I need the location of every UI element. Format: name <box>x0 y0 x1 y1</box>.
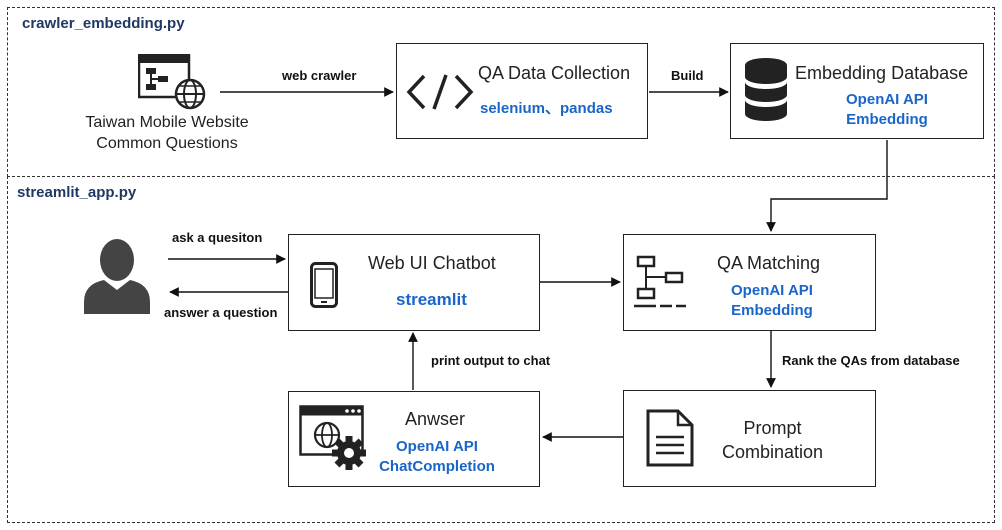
qa-matching-title: QA Matching <box>717 253 821 273</box>
mobile-phone-icon <box>310 262 338 308</box>
web-ui-chatbot-node <box>288 234 540 331</box>
label-build: Build <box>671 68 704 83</box>
tree-structure-icon <box>634 255 686 309</box>
crawler-section-title: crawler_embedding.py <box>22 15 185 32</box>
user-icon <box>82 238 152 314</box>
web-ui-chatbot-title: Web UI Chatbot <box>368 253 496 273</box>
prompt-combination-line1: Prompt <box>743 418 802 438</box>
label-web-crawler: web crawler <box>282 68 357 83</box>
embedding-database-tech-line2: Embedding <box>846 111 928 128</box>
source-label: Taiwan Mobile Website Common Questions <box>67 112 267 154</box>
qa-matching-node <box>623 234 876 331</box>
web-ui-chatbot-tech: streamlit <box>396 290 467 309</box>
label-rank: Rank the QAs from database <box>782 353 960 368</box>
label-ask: ask a quesiton <box>172 230 263 245</box>
answer-tech-line2: ChatCompletion <box>379 458 495 475</box>
website-diagram-icon <box>137 53 206 110</box>
embedding-database-title: Embedding Database <box>795 63 969 83</box>
embedding-database-tech: OpenAI API Embedding <box>812 90 962 130</box>
prompt-combination-line2: Combination <box>721 442 824 462</box>
code-brackets-icon <box>406 72 474 112</box>
app-section-title: streamlit_app.py <box>17 184 137 201</box>
arrow-db-to-matching <box>766 140 888 232</box>
prompt-combination-title: Prompt Combination <box>700 416 845 464</box>
label-print: print output to chat <box>431 353 551 368</box>
database-icon <box>744 56 788 124</box>
document-icon <box>646 409 694 467</box>
qa-matching-tech: OpenAI API Embedding <box>697 281 847 321</box>
web-settings-icon <box>299 405 367 471</box>
answer-tech-line1: OpenAI API <box>396 438 478 455</box>
answer-tech: OpenAI API ChatCompletion <box>362 437 512 477</box>
answer-title: Anwser <box>405 409 466 429</box>
app-section <box>7 176 995 523</box>
qa-data-collection-node <box>396 43 648 139</box>
qa-matching-tech-line1: OpenAI API <box>731 282 813 299</box>
qa-data-collection-tech: selenium、pandas <box>480 100 613 117</box>
qa-matching-tech-line2: Embedding <box>731 302 813 319</box>
source-label-line2: Common Questions <box>96 135 238 152</box>
embedding-database-tech-line1: OpenAI API <box>846 91 928 108</box>
qa-data-collection-title: QA Data Collection <box>478 63 631 83</box>
source-label-line1: Taiwan Mobile Website <box>85 114 249 131</box>
label-answer: answer a question <box>164 305 278 320</box>
